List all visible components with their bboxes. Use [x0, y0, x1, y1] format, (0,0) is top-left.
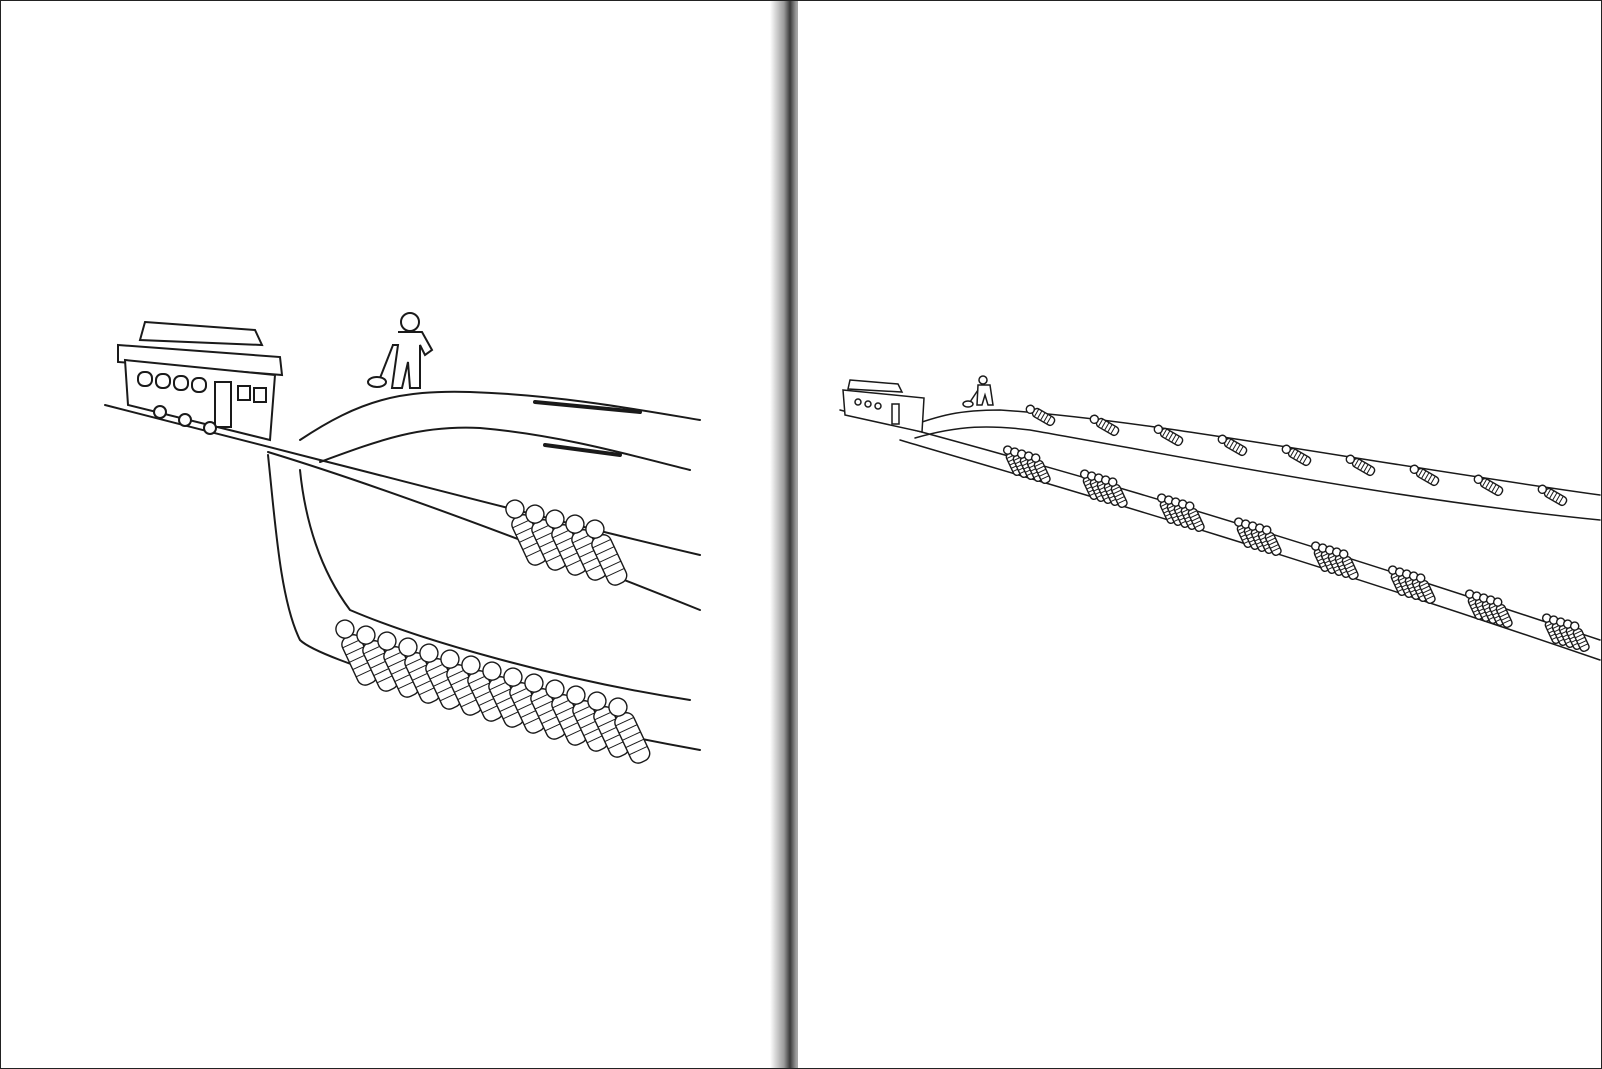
lever-operator-icon: [367, 312, 434, 389]
tied-person-lower-track-group: [1492, 597, 1513, 628]
left-trolley-illustration: [104, 312, 701, 764]
tied-person-lower-branch: [545, 679, 588, 746]
tied-person-lower-track-group: [1338, 549, 1359, 580]
right-single-figures: [1025, 404, 1568, 507]
main-track-rail-bottom: [267, 451, 701, 611]
small-lever-operator-icon: [962, 375, 994, 408]
right-trolley-illustration: [839, 375, 1601, 661]
tied-person-lower-branch: [524, 673, 567, 740]
tied-person-upper-track: [1217, 434, 1248, 457]
tied-person-lower-track-group: [1261, 525, 1282, 556]
tied-person-lower-branch: [335, 619, 378, 686]
tied-person-upper-track: [1025, 404, 1056, 427]
upper-branch-stub: [533, 400, 642, 414]
tied-person-upper-track: [1089, 414, 1120, 437]
right-panel: [798, 0, 1602, 1069]
right-figure-groups: [1002, 445, 1590, 652]
upper-branch-stub-2: [543, 443, 622, 457]
left-panel: [0, 0, 784, 1069]
tied-person-upper-track: [1409, 464, 1440, 487]
tied-person-lower-track-group: [1184, 501, 1205, 532]
tied-person-main-track: [525, 504, 568, 571]
upper-branch-rail-2: [319, 426, 691, 471]
tied-person-lower-track-group: [1569, 621, 1590, 652]
small-trolley-icon: [842, 379, 925, 433]
right-upper-track-rail-2: [914, 426, 1601, 521]
tied-person-upper-track: [1537, 484, 1568, 507]
lower-branch-rail-2: [299, 469, 691, 701]
tied-person-main-track: [585, 519, 628, 586]
tied-person-upper-track: [1473, 474, 1504, 497]
tied-person-lower-branch: [356, 625, 399, 692]
upper-branch-rail-1: [299, 390, 701, 441]
tied-person-upper-track: [1281, 444, 1312, 467]
tied-person-lower-branch: [608, 697, 651, 764]
tied-person-upper-track: [1345, 454, 1376, 477]
tied-person-lower-track-group: [1415, 573, 1436, 604]
tied-person-lower-track-group: [1030, 453, 1051, 484]
right-upper-track-rail-1: [904, 409, 1601, 496]
tied-person-lower-track-group: [1107, 477, 1128, 508]
tied-person-upper-track: [1153, 424, 1184, 447]
main-track-rail-top: [104, 404, 701, 556]
left-figure-groups: [335, 499, 651, 764]
right-lower-track-rail-2: [899, 439, 1601, 661]
trolley-icon: [117, 320, 284, 442]
